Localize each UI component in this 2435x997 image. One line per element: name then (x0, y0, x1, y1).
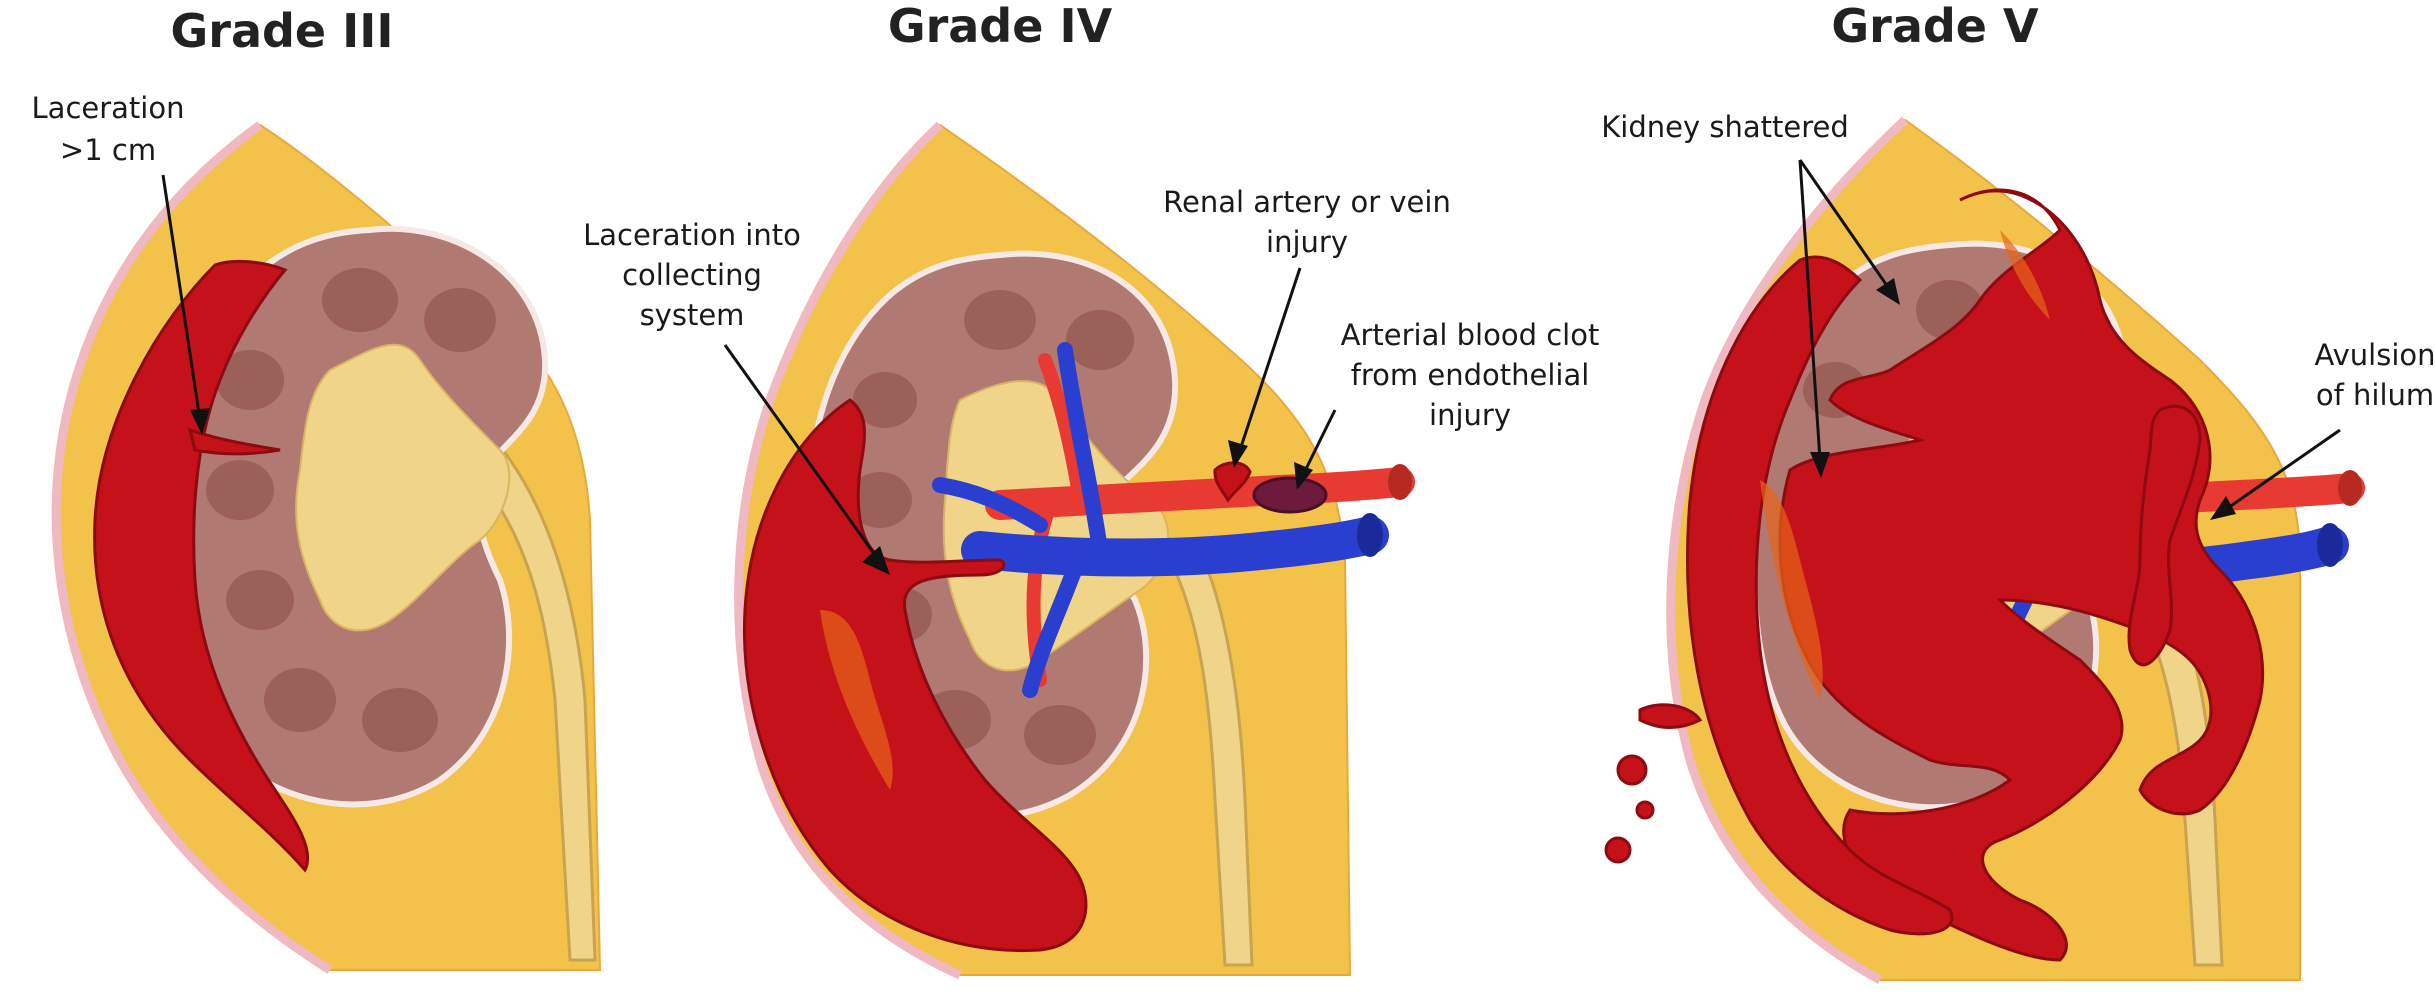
vein-end (1357, 513, 1383, 557)
label-line: Laceration into (583, 218, 801, 252)
artery-end (1388, 464, 1412, 500)
pyramid (424, 288, 496, 352)
pyramid (226, 570, 294, 630)
artery-end (2338, 470, 2362, 506)
pyramid (362, 688, 438, 752)
label-line: system (640, 298, 745, 332)
label-line: collecting (622, 258, 762, 292)
panel-title: Grade III (171, 4, 394, 58)
pyramid (264, 668, 336, 732)
panel-grade-3 (56, 125, 600, 970)
label-line: >1 cm (60, 133, 156, 167)
panel-title: Grade V (1831, 0, 2039, 53)
blood-splatter (1618, 756, 1646, 784)
label-line: Kidney shattered (1601, 110, 1848, 144)
panel-grade-5 (1606, 120, 2362, 980)
label-line: from endothelial (1351, 358, 1590, 392)
panel-title: Grade IV (888, 0, 1113, 53)
label-line: injury (1429, 398, 1511, 432)
label-line: Laceration (32, 91, 185, 125)
blood-splatter (1637, 802, 1653, 818)
label-arterial-blood-clot: Arterial blood clot from endothelial inj… (1294, 318, 1599, 490)
blood-splatter (1606, 838, 1630, 862)
arterial-blood-clot (1254, 478, 1326, 512)
pyramid (1024, 705, 1096, 765)
label-line: Renal artery or vein (1163, 185, 1451, 219)
pyramid (1066, 310, 1134, 370)
pyramid (206, 460, 274, 520)
label-line: Arterial blood clot (1341, 318, 1600, 352)
vein-end (2317, 523, 2343, 567)
label-line: Avulsion (2314, 338, 2435, 372)
label-line: injury (1266, 225, 1348, 259)
pyramid (322, 268, 398, 332)
pyramid (964, 290, 1036, 350)
label-line: of hilum (2316, 378, 2434, 412)
renal-vein (980, 535, 1370, 558)
